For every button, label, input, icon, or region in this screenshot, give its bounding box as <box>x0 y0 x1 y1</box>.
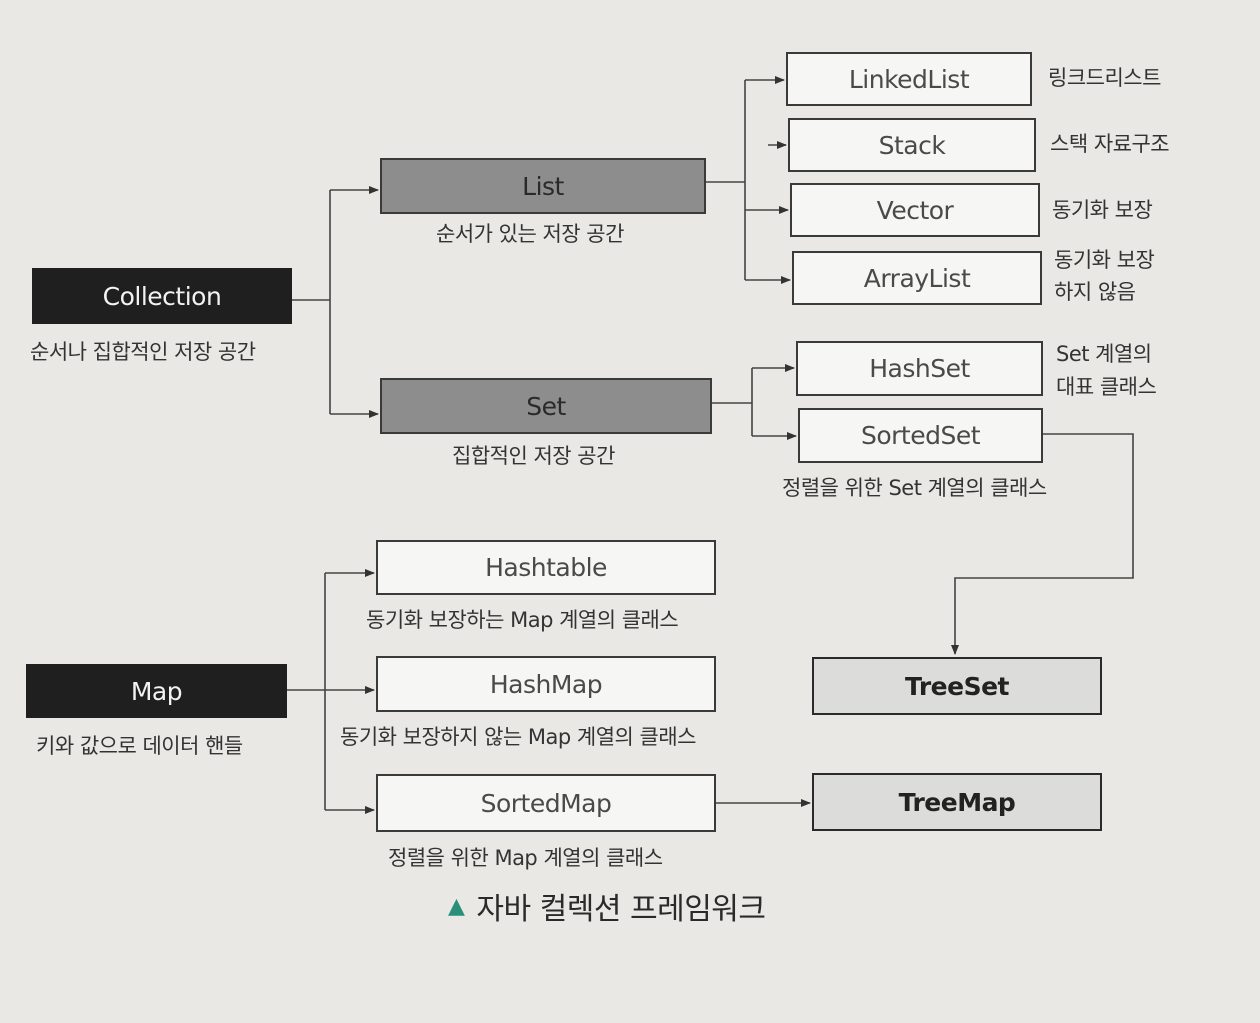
node-list-desc: 순서가 있는 저장 공간 <box>436 222 624 246</box>
node-sortedmap-desc: 정렬을 위한 Map 계열의 클래스 <box>388 846 663 870</box>
node-hashmap-desc: 동기화 보장하지 않는 Map 계열의 클래스 <box>340 725 697 749</box>
node-set-label: Set <box>526 391 566 421</box>
node-stack: Stack <box>788 118 1036 172</box>
node-treeset-label: TreeSet <box>905 671 1009 701</box>
node-arraylist-desc-line2: 하지 않음 <box>1054 280 1136 304</box>
node-collection-label: Collection <box>102 281 222 311</box>
edge-collection <box>292 190 331 414</box>
node-linkedlist-desc: 링크드리스트 <box>1048 66 1161 90</box>
edge-sortedset-treeset <box>951 433 1134 655</box>
node-list: List <box>380 158 706 214</box>
figure-caption: ▲ 자바 컬렉션 프레임워크 <box>448 884 766 928</box>
node-hashtable-desc: 동기화 보장하는 Map 계열의 클래스 <box>366 608 679 632</box>
node-arraylist-label: ArrayList <box>863 263 971 293</box>
node-hashtable: Hashtable <box>376 540 716 595</box>
node-map: Map <box>26 664 287 718</box>
node-sortedmap-label: SortedMap <box>480 788 612 818</box>
node-collection-desc: 순서나 집합적인 저장 공간 <box>30 340 256 364</box>
node-hashset-desc-line1: Set 계열의 <box>1056 342 1152 366</box>
node-sortedset: SortedSet <box>798 408 1043 463</box>
node-stack-label: Stack <box>878 130 946 160</box>
node-hashset: HashSet <box>796 341 1043 396</box>
node-linkedlist: LinkedList <box>786 52 1032 106</box>
figure-caption-text: 자바 컬렉션 프레임워크 <box>476 892 766 927</box>
edge-set-trunk <box>712 368 753 436</box>
node-hashmap-label: HashMap <box>489 669 603 699</box>
node-set: Set <box>380 378 712 434</box>
node-sortedset-desc: 정렬을 위한 Set 계열의 클래스 <box>782 476 1047 500</box>
node-set-desc: 집합적인 저장 공간 <box>452 444 615 468</box>
node-map-desc: 키와 값으로 데이터 핸들 <box>36 734 243 758</box>
node-treeset: TreeSet <box>812 657 1102 715</box>
edge-map-trunk <box>287 573 326 810</box>
node-vector-desc: 동기화 보장 <box>1052 198 1153 222</box>
edge-list-trunk <box>706 80 746 280</box>
node-collection: Collection <box>32 268 292 324</box>
node-vector: Vector <box>790 183 1040 237</box>
node-stack-desc: 스택 자료구조 <box>1050 132 1170 156</box>
node-sortedmap: SortedMap <box>376 774 716 832</box>
node-vector-label: Vector <box>876 195 954 225</box>
node-arraylist: ArrayList <box>792 251 1042 305</box>
node-map-label: Map <box>130 676 183 706</box>
node-hashtable-label: Hashtable <box>485 553 607 582</box>
node-list-label: List <box>522 171 564 201</box>
node-sortedset-label: SortedSet <box>860 421 981 450</box>
node-hashset-label: HashSet <box>869 354 970 383</box>
node-hashset-desc-line2: 대표 클래스 <box>1056 375 1157 399</box>
node-linkedlist-label: LinkedList <box>848 64 970 94</box>
node-treemap: TreeMap <box>812 773 1102 831</box>
triangle-marker-icon: ▲ <box>448 893 465 919</box>
node-hashmap: HashMap <box>376 656 716 712</box>
node-arraylist-desc-line1: 동기화 보장 <box>1054 248 1155 272</box>
node-treemap-label: TreeMap <box>898 787 1016 817</box>
